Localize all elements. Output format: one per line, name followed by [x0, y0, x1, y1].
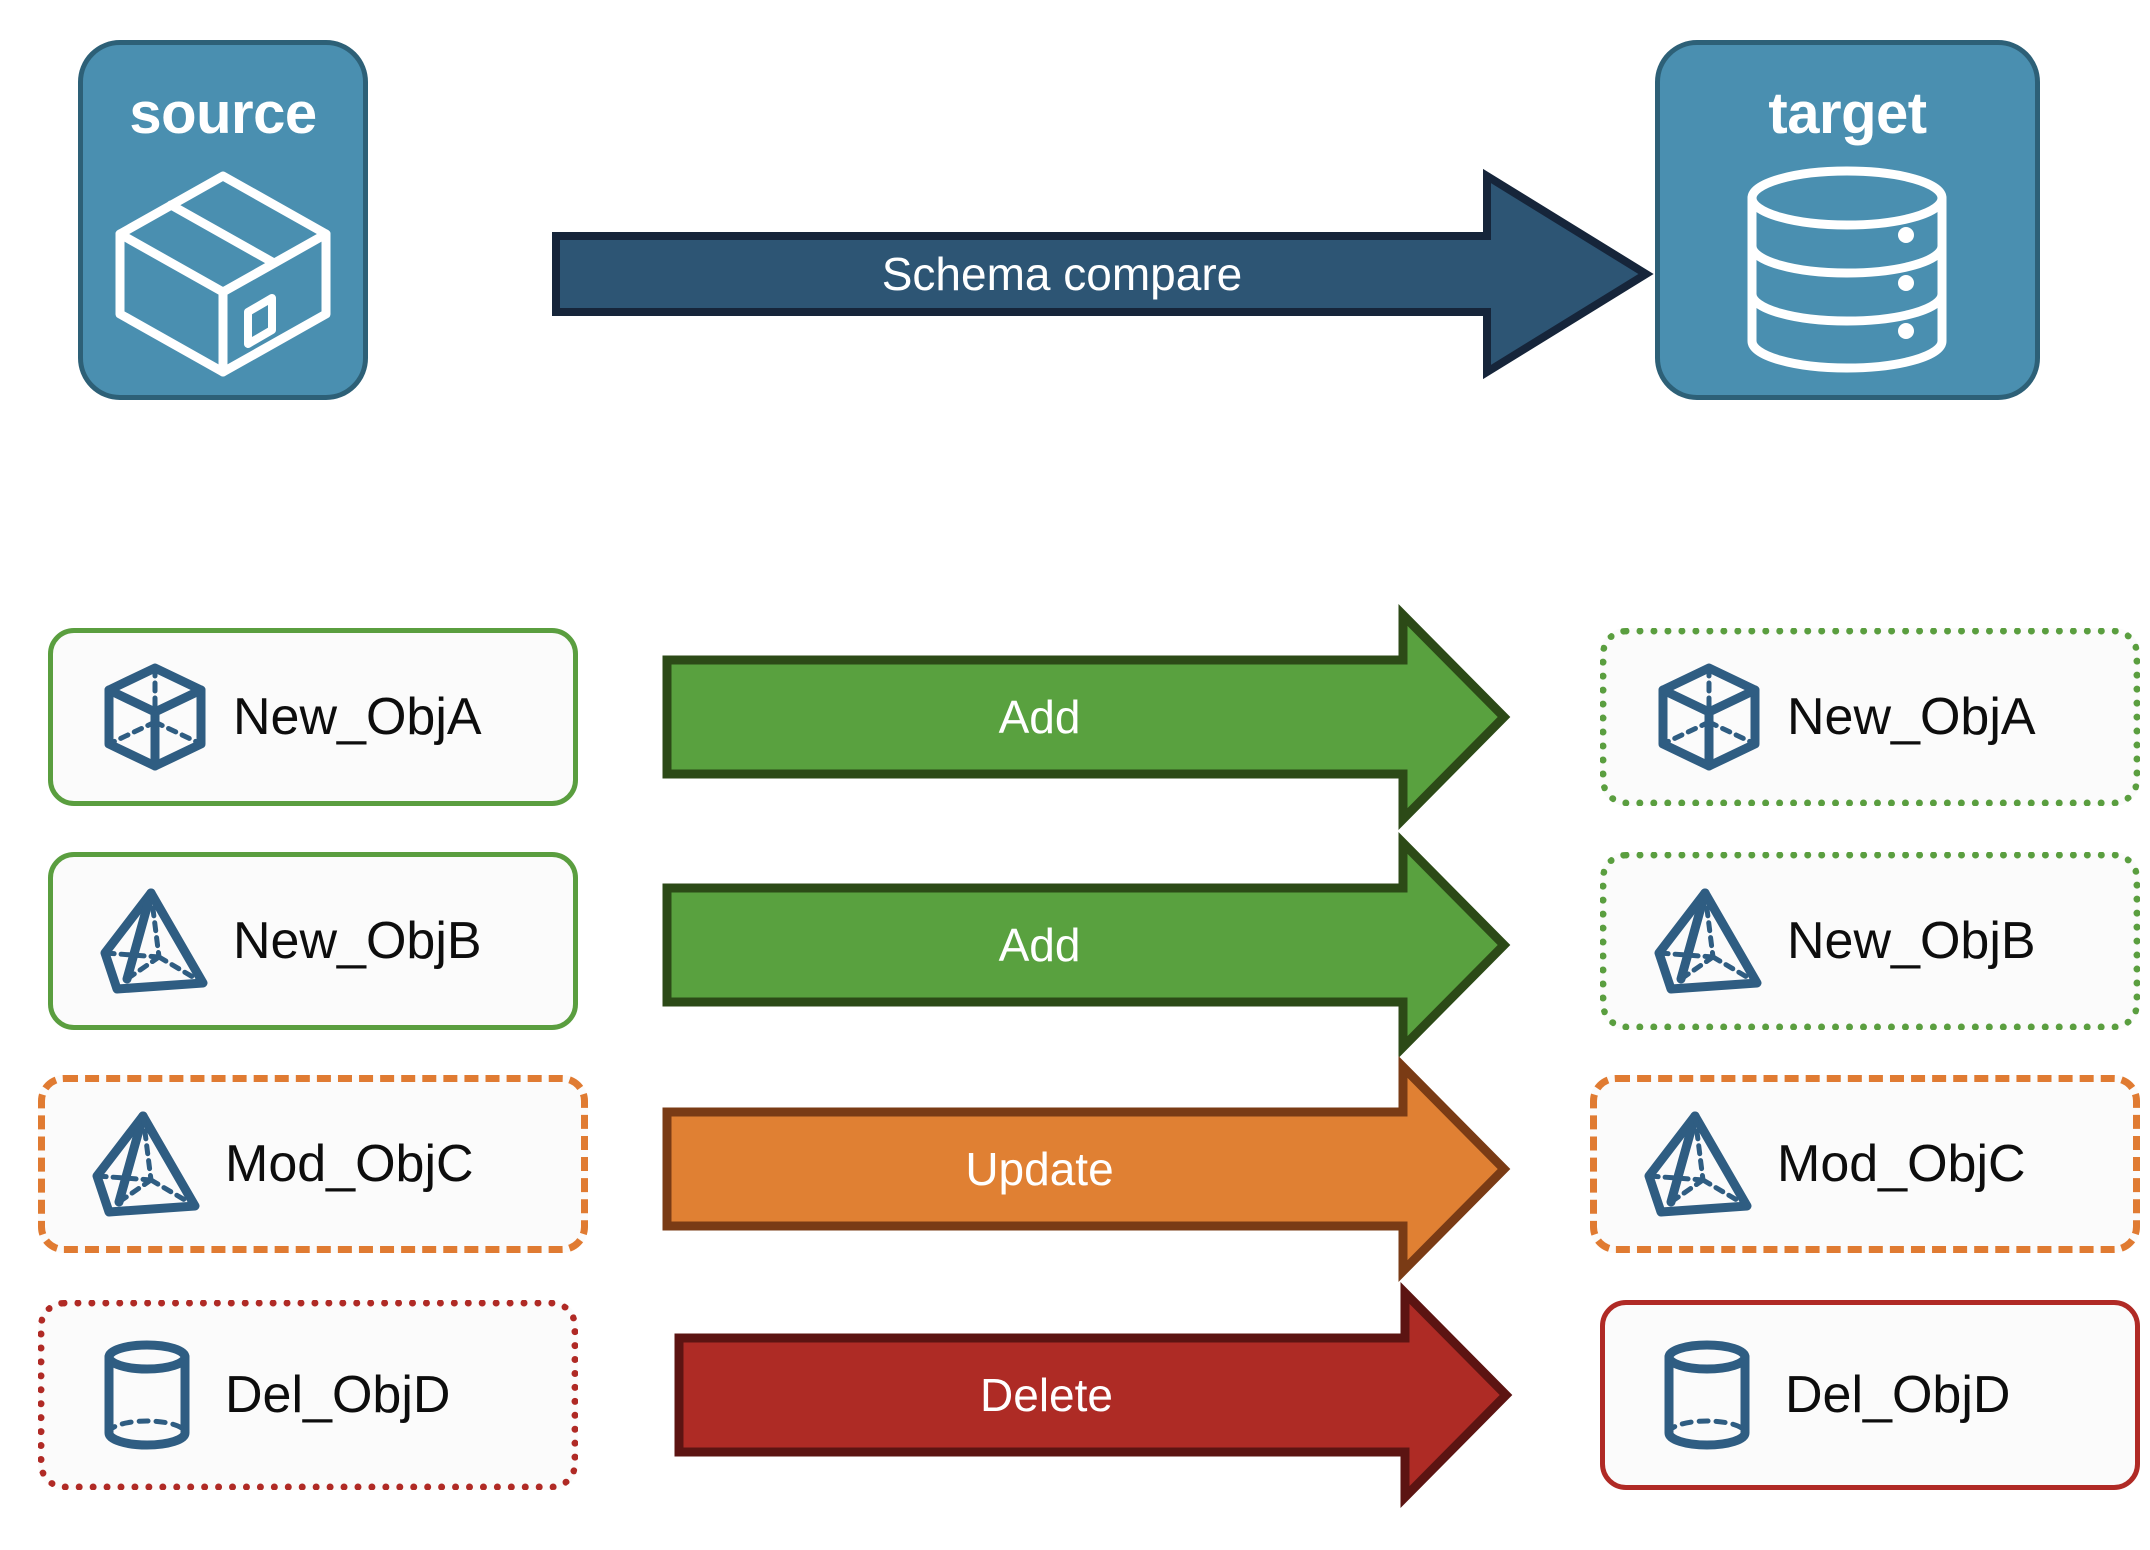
source-object-chip[interactable]: New_ObjA: [48, 628, 578, 806]
pyramid-icon: [1649, 887, 1769, 995]
target-object-label: Mod_ObjC: [1777, 1135, 2026, 1193]
target-panel-title: target: [1768, 81, 1927, 146]
target-object-chip[interactable]: New_ObjB: [1600, 852, 2140, 1030]
pyramid-icon: [87, 1110, 207, 1218]
source-panel: source: [78, 40, 368, 400]
source-object-label: New_ObjA: [233, 688, 482, 746]
cylinder-icon: [1647, 1339, 1767, 1451]
source-object-label: Mod_ObjC: [225, 1135, 474, 1193]
cylinder-icon: [87, 1339, 207, 1451]
target-object-chip[interactable]: New_ObjA: [1600, 628, 2140, 806]
source-object-label: Del_ObjD: [225, 1366, 451, 1424]
schema-compare-arrow: Schema compare: [552, 168, 1654, 380]
source-object-chip[interactable]: Mod_ObjC: [38, 1075, 588, 1253]
source-panel-title: source: [129, 81, 317, 146]
target-object-chip[interactable]: Mod_ObjC: [1590, 1075, 2140, 1253]
target-object-label: Del_ObjD: [1785, 1366, 2011, 1424]
delete-action-arrow: Delete: [674, 1282, 1513, 1508]
wireframe-cube-icon: [1649, 662, 1769, 772]
wireframe-cube-icon: [95, 662, 215, 772]
database-cylinder-icon: [1660, 143, 2035, 395]
target-panel: target: [1655, 40, 2040, 400]
source-object-label: New_ObjB: [233, 912, 482, 970]
target-object-label: New_ObjA: [1787, 688, 2036, 746]
target-object-chip[interactable]: Del_ObjD: [1600, 1300, 2140, 1490]
source-object-chip[interactable]: New_ObjB: [48, 852, 578, 1030]
add-action-arrow: Add: [662, 832, 1511, 1058]
source-object-chip[interactable]: Del_ObjD: [38, 1300, 578, 1490]
target-object-label: New_ObjB: [1787, 912, 2036, 970]
package-box-icon: [83, 143, 363, 395]
add-action-arrow: Add: [662, 604, 1511, 830]
pyramid-icon: [95, 887, 215, 995]
update-action-arrow: Update: [662, 1056, 1511, 1282]
pyramid-icon: [1639, 1110, 1759, 1218]
